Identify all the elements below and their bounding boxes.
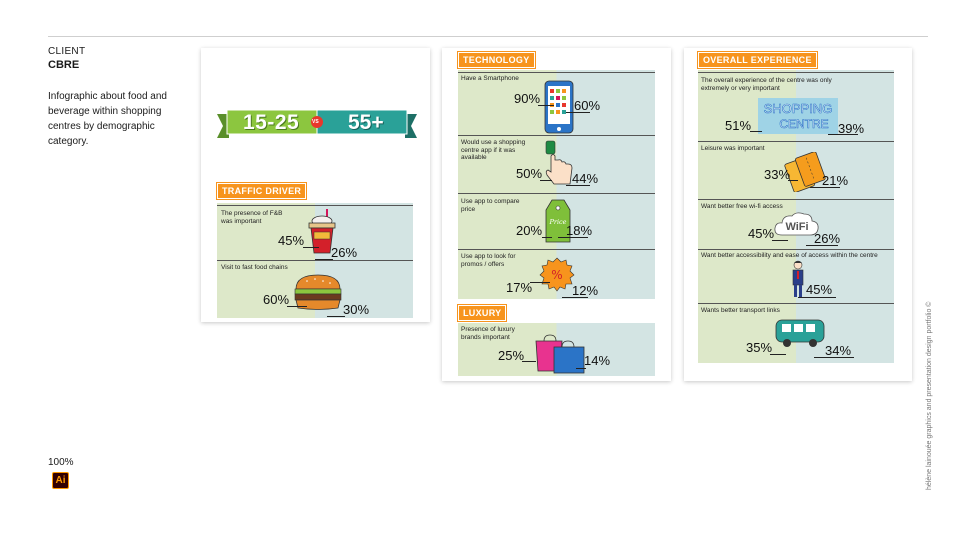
item-label: Use app to look for promos / offers [461,253,516,268]
vs-badge: VS [312,119,319,125]
old-percentage: 12% [572,283,599,298]
promo-badge-text: % [551,268,562,282]
old-percentage: 26% [814,231,841,246]
old-percentage: 18% [566,223,593,238]
old-percentage: 60% [574,98,601,113]
old-percentage: 21% [822,173,849,188]
price-tag-icon: Price [545,199,571,243]
top-divider [48,36,928,37]
wifi-text: WiFi [785,221,808,233]
zoom-level[interactable]: 100% [48,457,74,468]
item-label: Use app to compare price [461,198,520,213]
milkshake-icon [308,209,336,254]
age-group-banner: 15-25 VS 55+ [215,104,419,144]
project-description: Infographic about food and beverage with… [48,91,167,147]
young-percentage: 20% [516,223,543,238]
price-tag-text: Price [548,218,566,226]
old-percentage: 34% [825,343,852,358]
portfolio-credit: hélène lainouée graphics and presentatio… [926,301,933,490]
item-label: The overall experience of the centre was… [701,77,832,92]
item-label: Leisure was important [701,145,765,152]
young-percentage: 60% [263,292,290,307]
sign-text-line-1: SHOPPING [764,101,833,116]
burger-icon [294,274,342,310]
shopping-bags-icon [535,334,585,374]
old-percentage: 39% [838,121,865,136]
item-label: The presence of F&B was important [221,210,283,225]
overall-experience-panel: The overall experience of the centre was… [698,70,894,363]
old-percentage: 30% [343,302,370,317]
infographic-page-1[interactable]: 15-25 VS 55+ TRAFFIC DRIVER The presence… [201,48,430,322]
shopping-centre-sign-icon: SHOPPING CENTRE [758,98,838,134]
section-title-traffic-driver: TRAFFIC DRIVER [215,182,308,200]
technology-panel: Have a Smartphone 90% 60% Would use a sh… [458,70,655,299]
promo-badge-icon: % [539,257,575,292]
person-icon [792,260,804,297]
young-percentage: 33% [764,167,791,182]
project-sidebar: CLIENT CBRE Infographic about food and b… [48,46,188,149]
sign-text-line-2: CENTRE [779,117,828,131]
item-label: Would use a shopping centre app if it wa… [461,139,526,161]
old-percentage: 45% [806,282,833,297]
wifi-cloud-icon: WiFi [774,212,819,236]
old-percentage: 14% [584,353,611,368]
infographic-page-2[interactable]: TECHNOLOGY Have a Smartphone 90% 60% Wou… [442,48,671,381]
client-name: CBRE [48,59,80,71]
item-label: Wants better transport links [701,307,780,314]
item-label: Want better free wi-fi access [701,203,783,210]
old-percentage: 26% [331,245,358,260]
traffic-driver-panel: The presence of F&B was important 45% 26… [217,203,413,318]
young-percentage: 35% [746,340,773,355]
bus-icon [775,319,825,347]
item-label: Have a Smartphone [461,75,519,82]
young-group-label: 15-25 [243,111,300,134]
old-percentage: 44% [572,171,599,186]
item-label: Want better accessibility and ease of ac… [701,252,878,259]
luxury-panel: Presence of luxury brands important 25% … [458,323,655,376]
smartphone-icon [544,80,574,134]
young-percentage: 25% [498,348,525,363]
finger-tap-icon [545,140,573,185]
section-title-overall-experience: OVERALL EXPERIENCE [697,51,818,69]
item-label: Visit to fast food chains [221,264,288,271]
client-label: CLIENT [48,46,86,57]
young-percentage: 17% [506,280,533,295]
old-group-label: 55+ [348,111,384,134]
young-percentage: 51% [725,118,752,133]
section-title-luxury: LUXURY [456,304,508,322]
infographic-page-3[interactable]: OVERALL EXPERIENCE The overall experienc… [684,48,912,381]
young-percentage: 45% [748,226,775,241]
item-label: Presence of luxury brands important [461,326,515,341]
tickets-icon [784,152,826,192]
banner-ribbon-icon [217,109,417,138]
young-percentage: 50% [516,166,543,181]
young-percentage: 45% [278,233,305,248]
young-percentage: 90% [514,91,541,106]
section-title-technology: TECHNOLOGY [457,51,536,69]
illustrator-icon: Ai [52,472,69,489]
